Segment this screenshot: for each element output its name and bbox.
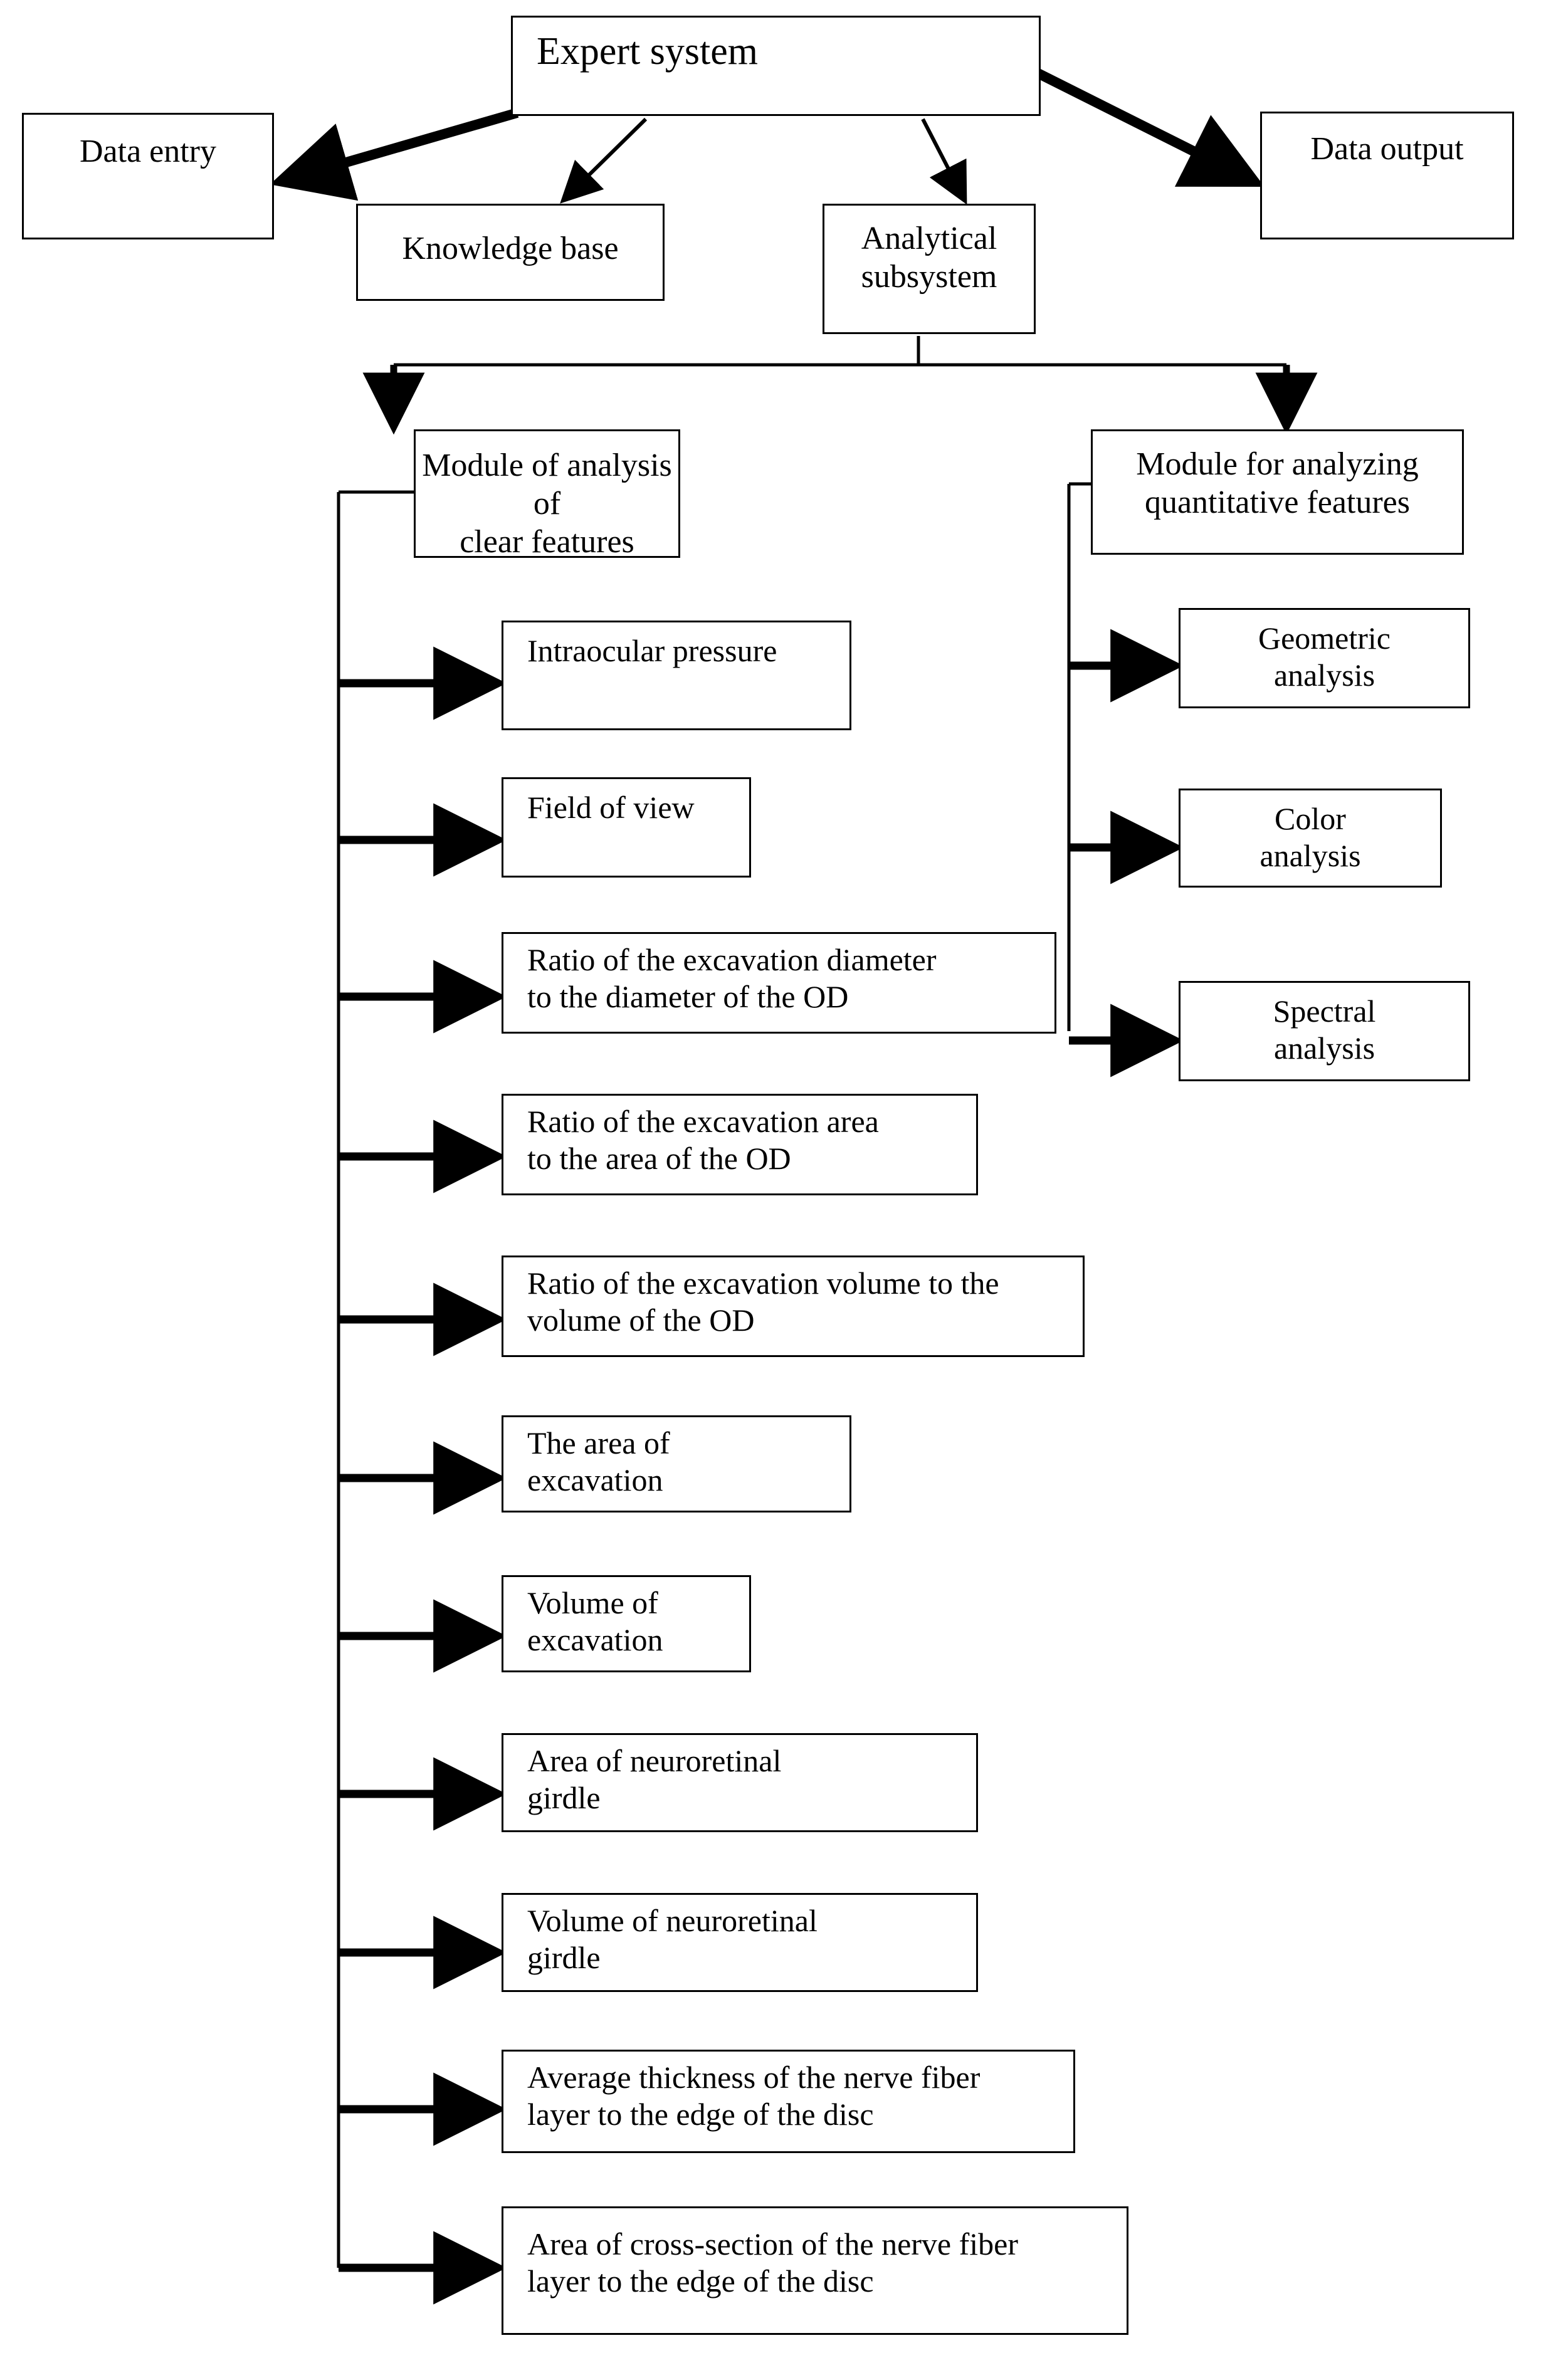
- node-label-avg-thickness-nfl: Average thickness of the nerve fiber lay…: [527, 2060, 981, 2132]
- node-label-volume-of-excavation: Volume of excavation: [527, 1585, 663, 1657]
- node-label-geometric-analysis: Geometric analysis: [1258, 621, 1391, 693]
- node-label-ratio-exc-volume: Ratio of the excavation volume to the vo…: [527, 1266, 999, 1338]
- node-label-data-output: Data output: [1310, 131, 1464, 167]
- top-arrow-group: [270, 67, 1265, 205]
- node-color-analysis[interactable]: Color analysis: [1179, 789, 1442, 888]
- node-spectral-analysis[interactable]: Spectral analysis: [1179, 981, 1470, 1081]
- node-area-neuroretinal[interactable]: Area of neuroretinal girdle: [502, 1733, 978, 1832]
- node-expert-system[interactable]: Expert system: [511, 16, 1041, 116]
- node-label-analytical-subsystem: Analytical subsystem: [861, 221, 997, 295]
- node-ratio-exc-area[interactable]: Ratio of the excavation area to the area…: [502, 1094, 978, 1195]
- arrow-expert-to-data-entry: [270, 108, 519, 201]
- node-label-knowledge-base: Knowledge base: [402, 231, 619, 266]
- node-ratio-exc-diameter[interactable]: Ratio of the excavation diameter to the …: [502, 932, 1056, 1034]
- arrow-expert-to-knowledge-base: [560, 117, 648, 204]
- node-geometric-analysis[interactable]: Geometric analysis: [1179, 608, 1470, 708]
- node-label-area-neuroretinal: Area of neuroretinal girdle: [527, 1743, 782, 1815]
- node-label-expert-system: Expert system: [537, 30, 758, 73]
- node-volume-neuroretinal[interactable]: Volume of neuroretinal girdle: [502, 1893, 978, 1992]
- node-field-of-view[interactable]: Field of view: [502, 777, 751, 878]
- node-intraocular-pressure[interactable]: Intraocular pressure: [502, 621, 851, 730]
- node-data-output[interactable]: Data output: [1260, 112, 1514, 239]
- node-label-field-of-view: Field of view: [527, 790, 695, 825]
- node-area-of-excavation[interactable]: The area of excavation: [502, 1415, 851, 1512]
- node-label-volume-neuroretinal: Volume of neuroretinal girdle: [527, 1903, 818, 1975]
- node-module-quantitative[interactable]: Module for analyzing quantitative featur…: [1091, 429, 1464, 555]
- node-data-entry[interactable]: Data entry: [22, 113, 274, 239]
- node-label-module-clear: Module of analysis of clear features: [422, 448, 672, 560]
- right-branch-arrow-group: [1069, 629, 1184, 1077]
- node-area-cross-section-nfl[interactable]: Area of cross-section of the nerve fiber…: [502, 2206, 1128, 2335]
- node-knowledge-base[interactable]: Knowledge base: [356, 204, 665, 301]
- node-label-ratio-exc-diameter: Ratio of the excavation diameter to the …: [527, 942, 937, 1014]
- node-label-color-analysis: Color analysis: [1259, 801, 1361, 873]
- node-label-data-entry: Data entry: [79, 134, 216, 169]
- arrow-expert-to-analytical: [921, 118, 967, 205]
- node-label-module-quantitative: Module for analyzing quantitative featur…: [1136, 446, 1419, 520]
- arrow-expert-to-data-output: [1033, 67, 1265, 187]
- node-avg-thickness-nfl[interactable]: Average thickness of the nerve fiber lay…: [502, 2050, 1075, 2153]
- node-analytical-subsystem[interactable]: Analytical subsystem: [823, 204, 1036, 334]
- node-ratio-exc-volume[interactable]: Ratio of the excavation volume to the vo…: [502, 1256, 1085, 1357]
- left-branch-arrow-group: [339, 646, 507, 2305]
- bus-line-group: [337, 336, 1318, 2268]
- node-volume-of-excavation[interactable]: Volume of excavation: [502, 1575, 751, 1672]
- node-label-area-cross-section-nfl: Area of cross-section of the nerve fiber…: [527, 2226, 1018, 2299]
- node-module-clear[interactable]: Module of analysis of clear features: [414, 429, 680, 560]
- node-label-spectral-analysis: Spectral analysis: [1273, 993, 1376, 1066]
- node-label-intraocular-pressure: Intraocular pressure: [527, 633, 777, 668]
- node-label-area-of-excavation: The area of excavation: [527, 1425, 670, 1497]
- node-label-ratio-exc-area: Ratio of the excavation area to the area…: [527, 1104, 879, 1176]
